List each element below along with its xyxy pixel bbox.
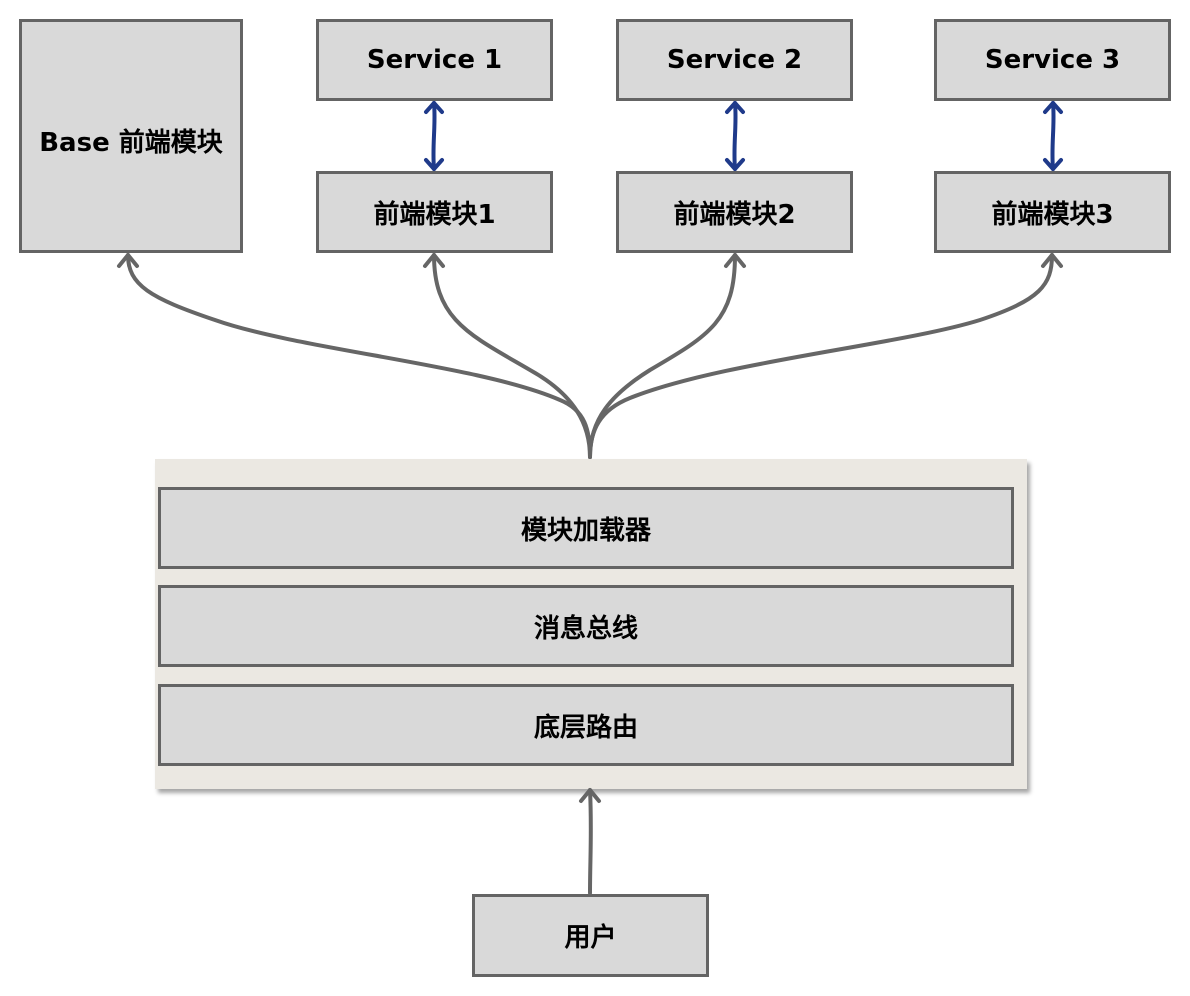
layer-module-loader: 模块加载器 [158, 487, 1014, 569]
layer-message-bus-label: 消息总线 [533, 613, 638, 644]
base-module-box: Base 前端模块 [19, 19, 243, 253]
service-1-box: Service 1 [316, 19, 553, 101]
connector-service-2-frontend-2 [732, 101, 738, 171]
service-2-box: Service 2 [616, 19, 853, 101]
service-2-label: Service 2 [666, 45, 803, 75]
layer-router: 底层路由 [158, 684, 1014, 766]
connector-service-2-frontend-2-arrowhead-top [725, 101, 745, 114]
frontend-module-1-label: 前端模块1 [373, 199, 496, 230]
frontend-module-3-label: 前端模块3 [991, 199, 1114, 230]
connector-service-3-frontend-3-arrowhead-bottom [1043, 158, 1063, 171]
base-module-label: Base 前端模块 [39, 128, 223, 158]
connector-service-1-frontend-1-arrowhead-top [424, 101, 444, 114]
frontend-module-1-box: 前端模块1 [316, 171, 553, 253]
layer-message-bus: 消息总线 [158, 585, 1014, 667]
connector-user-to-platform-arrowhead [579, 788, 601, 803]
service-3-box: Service 3 [934, 19, 1171, 101]
service-3-label: Service 3 [984, 45, 1121, 75]
connector-to-frontend-module-2 [588, 253, 737, 459]
connector-service-2-frontend-2-arrowhead-bottom [725, 158, 745, 171]
connector-service-3-frontend-3-arrowhead-top [1043, 101, 1063, 114]
frontend-module-3-box: 前端模块3 [934, 171, 1171, 253]
connector-to-frontend-module-3 [588, 253, 1054, 459]
connector-to-base-module-arrowhead [117, 253, 139, 268]
user-label: 用户 [564, 923, 617, 953]
frontend-module-2-box: 前端模块2 [616, 171, 853, 253]
service-1-label: Service 1 [366, 45, 503, 75]
connector-service-3-frontend-3 [1050, 101, 1056, 171]
user-box: 用户 [472, 894, 709, 977]
layer-module-loader-label: 模块加载器 [520, 515, 651, 546]
frontend-module-2-label: 前端模块2 [673, 199, 796, 230]
connector-to-base-module [126, 253, 592, 459]
connector-service-1-frontend-1-arrowhead-bottom [424, 158, 444, 171]
connector-to-frontend-module-2-arrowhead [724, 253, 746, 268]
connector-to-frontend-module-1-arrowhead [423, 253, 445, 268]
connector-service-1-frontend-1 [431, 101, 437, 171]
connector-to-frontend-module-1 [432, 253, 592, 459]
layer-router-label: 底层路由 [533, 712, 638, 743]
connector-user-to-platform [588, 788, 593, 895]
connector-to-frontend-module-3-arrowhead [1041, 253, 1063, 268]
